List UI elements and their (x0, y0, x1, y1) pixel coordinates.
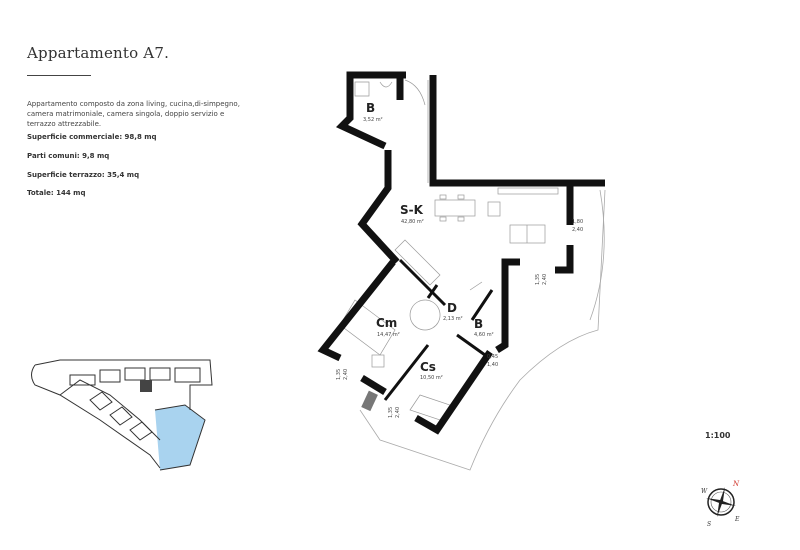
room-area-cm: 14,47 m² (377, 332, 400, 338)
dimension-top: 1,35 (388, 407, 394, 418)
stat-commercial-area: Superficie commerciale: 98,8 mq (27, 133, 157, 141)
dimension-top: 1,80 (572, 219, 583, 225)
room-area-sk: 42,80 m² (401, 219, 424, 225)
terrace-outline (359, 189, 606, 471)
compass-rose: N E S W (701, 480, 740, 528)
room-label-d: D (447, 301, 457, 315)
room-area-d: 2,13 m² (443, 316, 463, 322)
stat-common-parts: Parti comuni: 9,8 mq (27, 152, 110, 160)
room-area-b2: 4,60 m² (474, 332, 494, 338)
apartment-description: Appartamento composto da zona living, cu… (27, 100, 240, 128)
compass-south: S (707, 521, 711, 528)
dimension-bottom: 2,40 (395, 407, 401, 418)
dimension-top: 1,35 (535, 274, 541, 285)
compass-west: W (701, 488, 708, 495)
dimension-top: 0,45 (487, 354, 498, 360)
key-plan (31, 359, 213, 471)
room-label-b2: B (474, 317, 483, 331)
dimension-top: 1,35 (336, 369, 342, 380)
room-label-cm: Cm (376, 316, 397, 330)
compass-east: E (734, 516, 740, 523)
walls (317, 71, 605, 435)
room-area-cs: 10,50 m² (420, 375, 443, 381)
dimension-bottom: 1,40 (487, 362, 498, 368)
compass-north: N (732, 480, 740, 488)
dimension-bottom: 2,40 (343, 369, 349, 380)
room-label-cs: Cs (420, 360, 436, 374)
dimension-bottom: 2,40 (572, 227, 583, 233)
furniture (339, 79, 559, 421)
room-area-b1: 3,52 m² (363, 117, 383, 123)
page-title: Appartamento A7. (27, 44, 170, 62)
dimension-bottom: 2,40 (542, 274, 548, 285)
scale-label: 1:100 (705, 431, 731, 440)
stat-terrace-area: Superficie terrazzo: 35,4 mq (27, 171, 140, 179)
stat-total: Totale: 144 mq (27, 189, 86, 197)
room-label-b1: B (366, 101, 375, 115)
key-plan-highlight (155, 405, 205, 470)
title-divider (27, 75, 91, 76)
room-label-sk: S-K (400, 203, 424, 217)
